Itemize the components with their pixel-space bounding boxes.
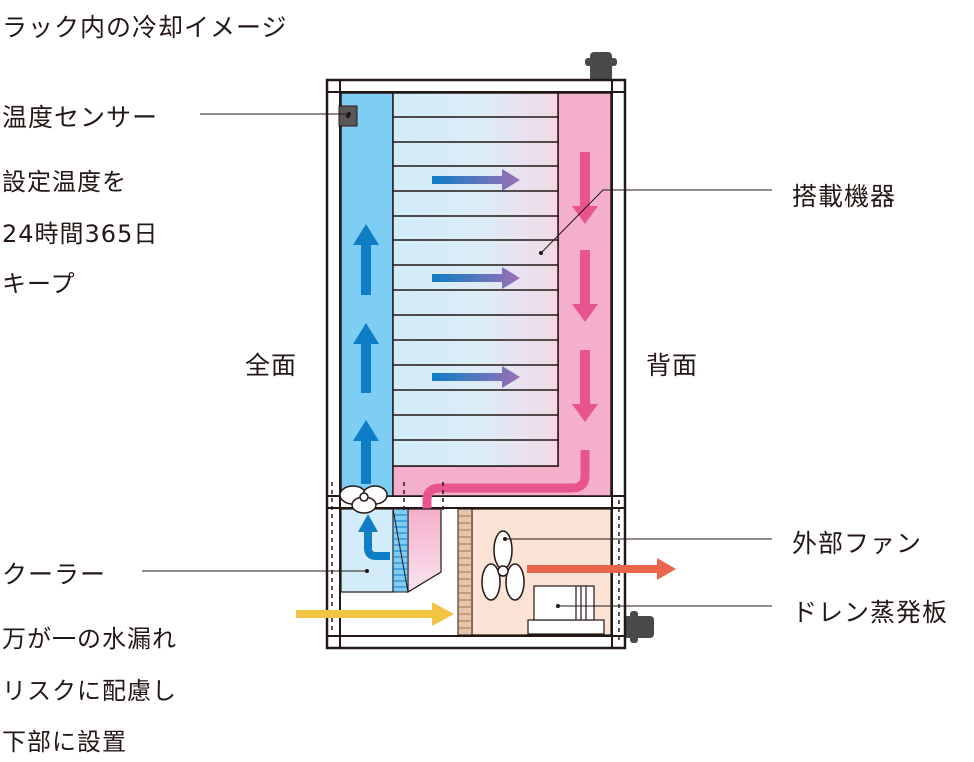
temperature-sensor-icon: [338, 105, 358, 127]
cooler-desc-line-1: 万が一の水漏れ: [2, 625, 177, 653]
cold-air-up-arrows: [353, 224, 379, 484]
cooled-air-arrow: [364, 530, 390, 560]
sensor-desc-line-1: 設定温度を: [2, 168, 127, 196]
cooler-desc-line-2: リスクに配慮し: [2, 677, 177, 705]
diagram-title: ラック内の冷却イメージ: [2, 13, 288, 42]
top-pipe-connector: [585, 52, 617, 82]
hot-air-return-arrow: [422, 450, 590, 520]
intake-arrow: [296, 602, 454, 626]
sensor-desc-line-2: 24時間365日: [2, 220, 159, 248]
drain-pan-icon: [527, 585, 605, 635]
equipment-label: 搭載機器: [792, 182, 897, 211]
dashed-openings: [331, 482, 620, 640]
equipment-shelves: [393, 116, 558, 441]
back-label: 背面: [646, 351, 699, 380]
bottom-pipe-connector: [624, 611, 654, 643]
through-flow-arrows: [432, 169, 520, 388]
external-fan-label: 外部ファン: [792, 529, 923, 558]
exhaust-arrow: [527, 558, 676, 580]
leader-lines: [142, 113, 772, 607]
external-fan-icon: [481, 530, 525, 601]
drain-pan-label: ドレン蒸発板: [792, 598, 949, 627]
cooler-label: クーラー: [2, 560, 107, 589]
cooler-desc-line-3: 下部に設置: [2, 728, 127, 756]
front-label: 全面: [245, 351, 298, 380]
temperature-sensor-label: 温度センサー: [2, 103, 159, 132]
hot-air-down-arrows: [572, 152, 598, 422]
sensor-desc-line-3: キープ: [2, 270, 76, 298]
cooler-fan-icon: [339, 485, 388, 514]
